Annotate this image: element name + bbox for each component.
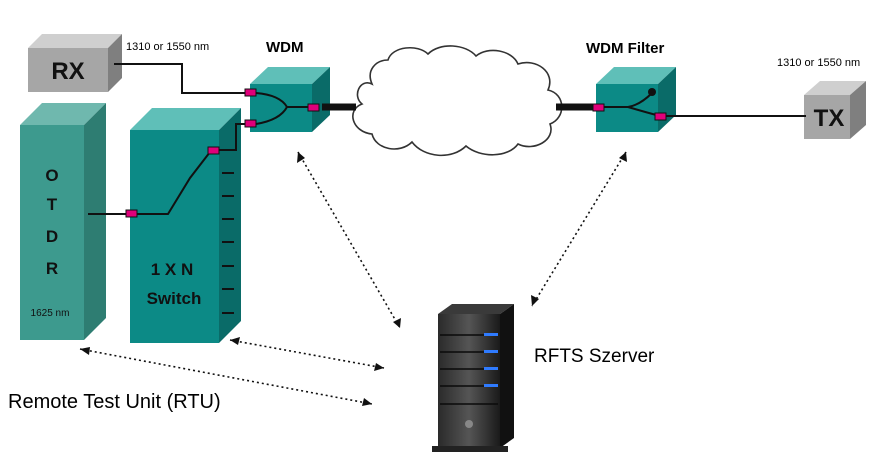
- otdr-wavelength-label: 1625 nm: [31, 308, 70, 319]
- management-links: [79, 151, 627, 405]
- switch-label-line1: 1 X N: [151, 260, 194, 279]
- switch-label-line2: Switch: [147, 289, 202, 308]
- arrowheads: [80, 152, 627, 406]
- switch-box: 1 X N Switch: [130, 108, 241, 343]
- rtu-label: Remote Test Unit (RTU): [8, 391, 221, 413]
- server-icon: [432, 304, 514, 452]
- rx-label: RX: [51, 58, 84, 85]
- tx-box: TX: [804, 81, 866, 139]
- tx-wavelength-label: 1310 or 1550 nm: [777, 57, 860, 69]
- fiber-connectors: [125, 88, 667, 218]
- otdr-letter-o: O: [45, 166, 58, 185]
- wdm-label: WDM: [266, 39, 304, 56]
- otdr-box: O T D R 1625 nm: [20, 103, 106, 340]
- otdr-letter-d: D: [46, 227, 58, 246]
- otdr-letter-t: T: [47, 195, 58, 214]
- wdm-filter-box: [596, 67, 676, 132]
- server-label: RFTS Szerver: [534, 346, 655, 367]
- network-cloud: [352, 45, 563, 157]
- switch-ports: [222, 172, 234, 314]
- rx-box: RX: [28, 34, 122, 92]
- tx-label: TX: [814, 105, 845, 132]
- rx-wavelength-label: 1310 or 1550 nm: [126, 41, 209, 53]
- wdm-filter-label: WDM Filter: [586, 40, 664, 57]
- otdr-letter-r: R: [46, 259, 58, 278]
- wdm-box: [250, 67, 330, 132]
